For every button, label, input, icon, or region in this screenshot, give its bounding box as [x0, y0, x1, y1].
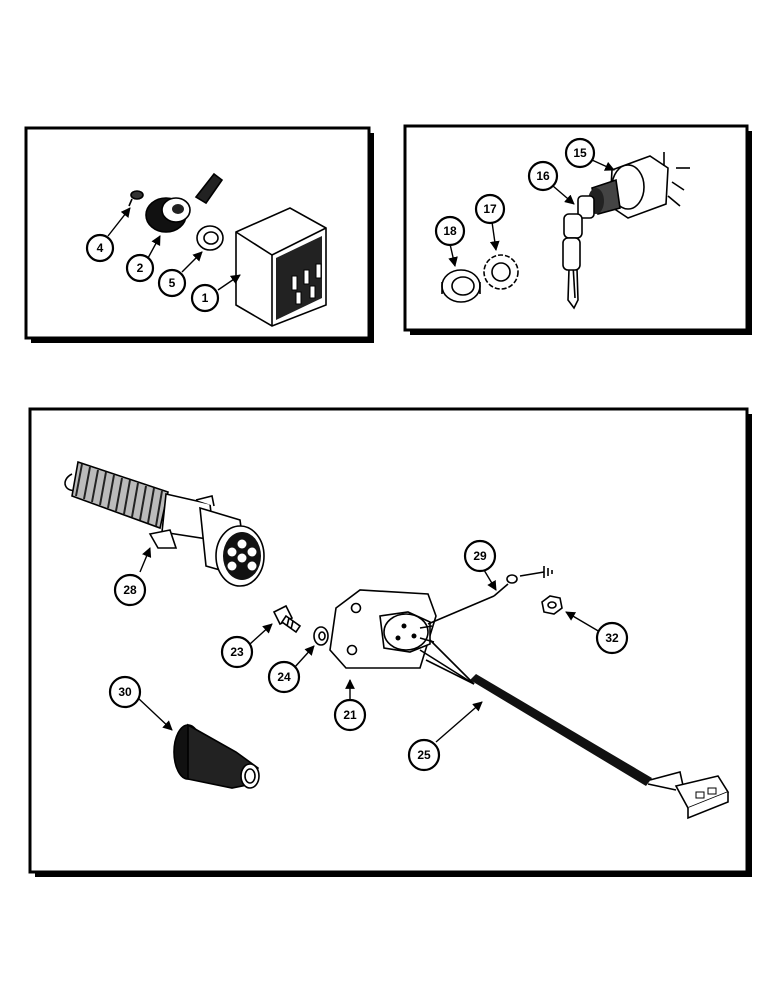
callout-29: 29	[463, 539, 497, 573]
callout-28: 28	[113, 573, 147, 607]
callout-17: 17	[474, 193, 506, 225]
callout-32: 32	[595, 621, 629, 655]
callout-1: 1	[190, 283, 220, 313]
part-knob-lever	[145, 172, 224, 233]
part-socket	[329, 589, 437, 669]
part-screw	[128, 190, 144, 207]
svg-text:28: 28	[123, 583, 137, 597]
part-nut	[196, 225, 224, 251]
part-wiring-harness	[419, 639, 730, 820]
svg-text:32: 32	[605, 631, 619, 645]
part-nut-32	[541, 595, 563, 615]
panel-trailer-socket: 28 29 23 24 21 32 30 25	[28, 407, 752, 877]
callout-15: 15	[564, 137, 596, 169]
svg-text:16: 16	[536, 169, 550, 183]
callout-23: 23	[220, 635, 254, 669]
callout-24: 24	[267, 660, 301, 694]
svg-text:21: 21	[343, 708, 357, 722]
ground-symbol	[519, 566, 553, 578]
callout-18: 18	[434, 215, 466, 247]
part-trailer-plug	[64, 460, 265, 587]
callout-2: 2	[125, 253, 155, 283]
svg-text:23: 23	[230, 645, 244, 659]
callout-25: 25	[407, 738, 441, 772]
svg-text:25: 25	[417, 748, 431, 762]
svg-text:29: 29	[473, 549, 487, 563]
part-ignition-switch	[588, 152, 690, 219]
callout-21: 21	[333, 698, 367, 732]
part-ground-wire	[427, 574, 518, 625]
part-lock-washer	[483, 254, 519, 290]
callout-4: 4	[85, 233, 115, 263]
part-keys	[562, 195, 595, 310]
svg-text:2: 2	[137, 261, 144, 275]
part-relay-box	[235, 207, 327, 327]
svg-text:1: 1	[202, 291, 209, 305]
svg-text:17: 17	[483, 202, 497, 216]
part-rubber-boot	[173, 723, 260, 789]
svg-text:4: 4	[97, 241, 104, 255]
part-nut-ignition	[441, 269, 481, 303]
callout-5: 5	[157, 268, 187, 298]
svg-text:24: 24	[277, 670, 291, 684]
part-bolt	[272, 604, 302, 634]
svg-text:30: 30	[118, 685, 132, 699]
part-washer	[313, 626, 329, 646]
svg-text:18: 18	[443, 224, 457, 238]
panel-switch-relay: 4 2 5 1	[24, 126, 374, 343]
callout-30: 30	[108, 675, 142, 709]
svg-text:5: 5	[169, 276, 176, 290]
callout-16: 16	[527, 160, 559, 192]
panel-ignition-switch: 15 16 17 18	[403, 124, 752, 335]
svg-text:15: 15	[573, 146, 587, 160]
